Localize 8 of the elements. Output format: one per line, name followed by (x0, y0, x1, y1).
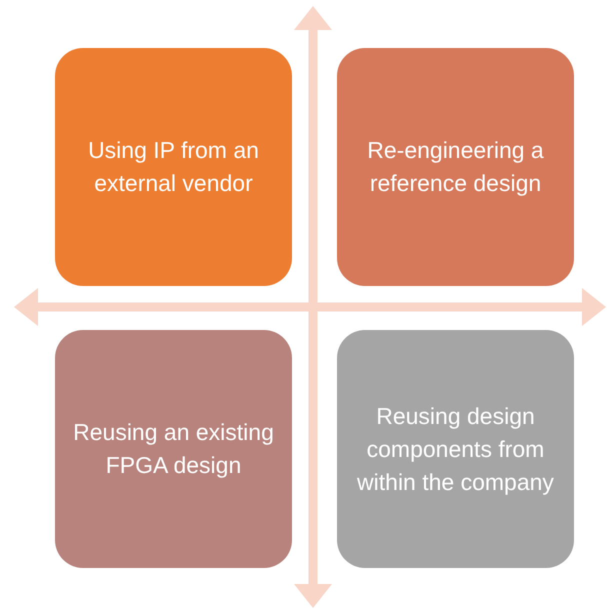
quadrant-box (55, 330, 292, 568)
box-text: Reusing an existing FPGA design (72, 418, 275, 480)
box-text: Using IP from an external vendor (87, 136, 260, 198)
quadrant-box (337, 48, 574, 286)
quadrant-box (55, 48, 292, 286)
box-text: Re-engineering a reference design (366, 136, 545, 198)
quadrant-box (337, 330, 574, 568)
box-text: Reusing design components from within the company (356, 402, 555, 497)
